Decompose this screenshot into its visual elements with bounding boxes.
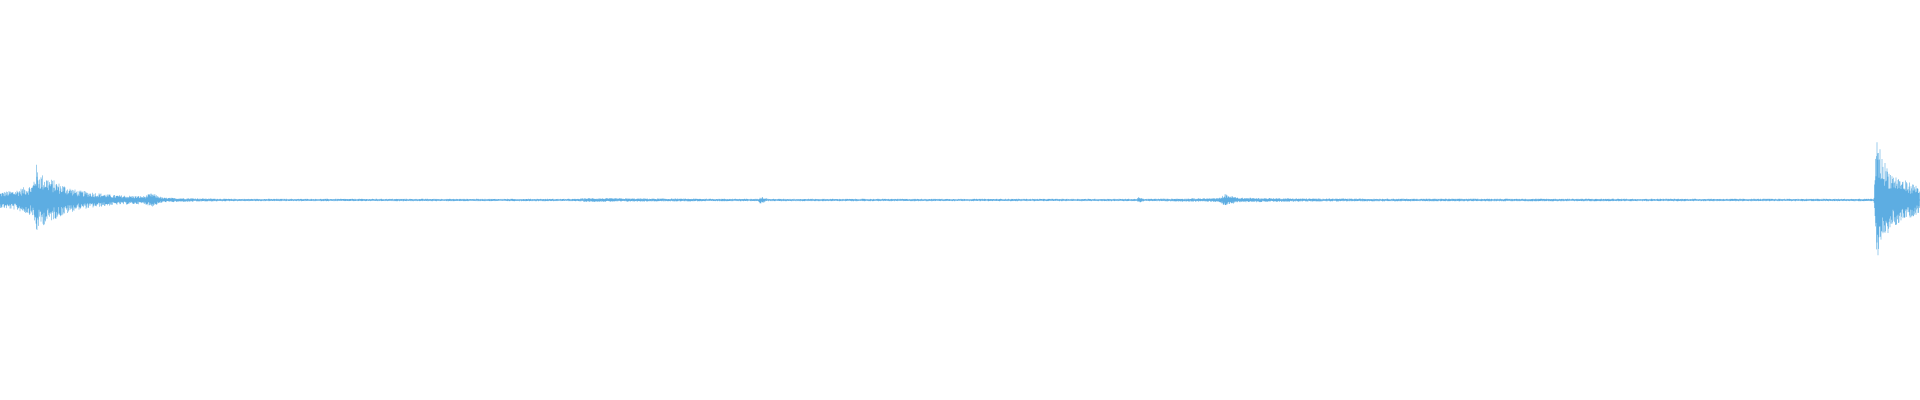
waveform-lines: [0, 142, 1920, 256]
